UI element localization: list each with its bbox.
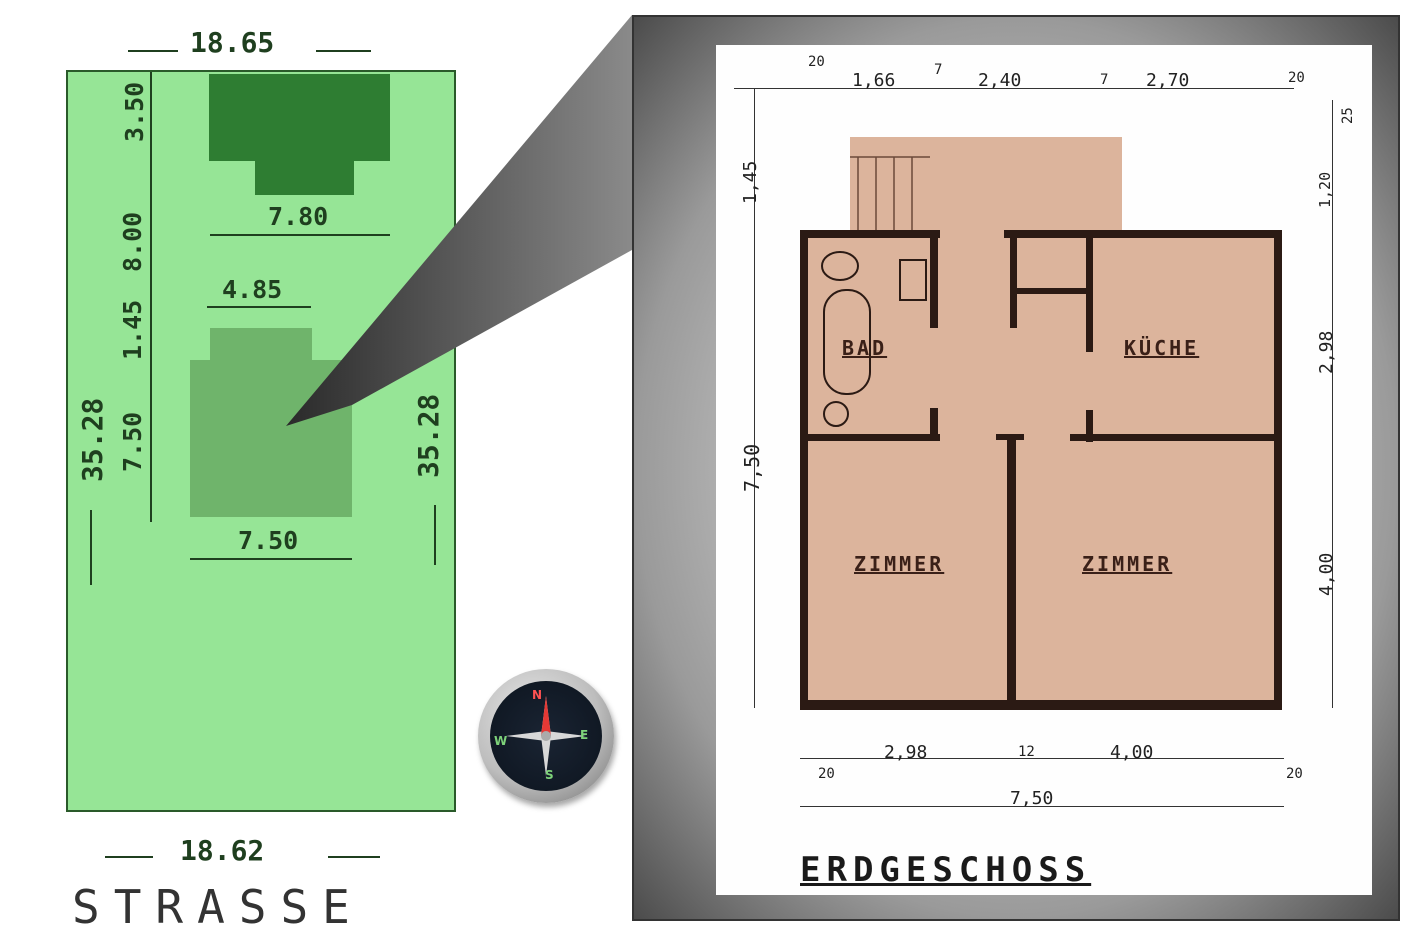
dimension-line bbox=[105, 856, 153, 858]
wall-bedrooms-divider bbox=[1007, 438, 1016, 702]
floor-plan-title: ERDGESCHOSS bbox=[800, 850, 1092, 890]
dim-right-400: 4,00 bbox=[1316, 552, 1337, 596]
dim-bottom-298: 2,98 bbox=[884, 742, 928, 763]
dim-right-25: 25 bbox=[1340, 107, 1356, 124]
bath-fixtures-icon bbox=[821, 251, 927, 427]
entrance-area bbox=[850, 137, 1122, 235]
dimension-line bbox=[328, 856, 380, 858]
dimension-line bbox=[210, 234, 390, 236]
dim-top-20b: 20 bbox=[1288, 70, 1305, 86]
house-entrance-block bbox=[210, 328, 312, 362]
garage-building-extension bbox=[255, 160, 354, 195]
street-label: STRASSE bbox=[72, 880, 364, 934]
dimension-line bbox=[150, 72, 152, 522]
site-top-width: 18.65 bbox=[190, 26, 275, 59]
compass-rose-icon bbox=[506, 696, 586, 776]
wall-closet-west bbox=[1010, 238, 1017, 328]
site-plan: 18.65 7.80 4.85 7.50 3.50 8.00 1.45 7.50… bbox=[0, 0, 470, 943]
dimension-line bbox=[316, 50, 371, 52]
dimension-line bbox=[190, 558, 352, 560]
dim-bottom-750: 7,50 bbox=[1010, 788, 1054, 809]
wall-bath-south bbox=[808, 434, 940, 441]
garage-width: 7.80 bbox=[268, 202, 329, 231]
wall-south bbox=[800, 700, 1282, 710]
compass-west-label: W bbox=[494, 734, 508, 748]
room-label-bath: BAD bbox=[842, 336, 888, 360]
house-top-width: 4.85 bbox=[222, 275, 283, 304]
dimension-line bbox=[207, 306, 311, 308]
stairs-icon bbox=[850, 156, 930, 235]
wall-kitchen-west bbox=[1086, 238, 1093, 352]
dimension-line bbox=[434, 505, 436, 565]
house-width: 7.50 bbox=[238, 526, 299, 555]
dim-left-145: 1,45 bbox=[740, 160, 761, 204]
wall-divider-head bbox=[996, 434, 1024, 440]
dimension-line bbox=[800, 806, 1284, 807]
dim-top-7b: 7 bbox=[1100, 72, 1109, 88]
dim-bottom-400: 4,00 bbox=[1110, 742, 1154, 763]
wall-north-left bbox=[800, 230, 940, 238]
dim-top-240: 2,40 bbox=[978, 70, 1022, 91]
room-label-kitchen: KÜCHE bbox=[1124, 336, 1200, 360]
dim-top-20: 20 bbox=[808, 54, 825, 70]
wall-bath-east-lower bbox=[930, 408, 938, 440]
dimension-line bbox=[800, 758, 1284, 759]
dimension-line bbox=[90, 510, 92, 585]
dim-top-166: 1,66 bbox=[852, 70, 896, 91]
dim-bottom-12: 12 bbox=[1018, 744, 1035, 760]
dimension-line bbox=[754, 88, 755, 708]
room-label-room-right: ZIMMER bbox=[1082, 552, 1173, 576]
wall-kitchen-south bbox=[1070, 434, 1274, 441]
compass-north-label: N bbox=[532, 688, 543, 702]
garage-building bbox=[209, 74, 390, 161]
compass-south-label: S bbox=[545, 768, 554, 782]
dimension-line bbox=[734, 88, 1294, 89]
compass-east-label: E bbox=[580, 728, 589, 742]
floor-area bbox=[806, 233, 1280, 707]
dimension-line bbox=[1332, 100, 1333, 708]
dim-bottom-20b: 20 bbox=[1286, 766, 1303, 782]
site-bottom-width: 18.62 bbox=[180, 834, 265, 867]
wall-east bbox=[1274, 230, 1282, 710]
callout-pointer-shape bbox=[286, 15, 632, 426]
room-label-room-left: ZIMMER bbox=[854, 552, 945, 576]
dim-top-7a: 7 bbox=[934, 62, 943, 78]
wall-kitchen-west-lower bbox=[1086, 410, 1093, 442]
dimension-line bbox=[128, 50, 178, 52]
dim-top-270: 2,70 bbox=[1146, 70, 1190, 91]
wall-west bbox=[800, 230, 808, 710]
dim-right-120: 1,20 bbox=[1316, 171, 1334, 208]
dim-left-750: 7,50 bbox=[740, 443, 764, 492]
wall-bath-east bbox=[930, 238, 938, 328]
wall-north-right bbox=[1004, 230, 1282, 238]
wall-closet bbox=[1010, 288, 1092, 294]
dim-bottom-20: 20 bbox=[818, 766, 835, 782]
dim-right-298: 2,98 bbox=[1316, 330, 1337, 374]
